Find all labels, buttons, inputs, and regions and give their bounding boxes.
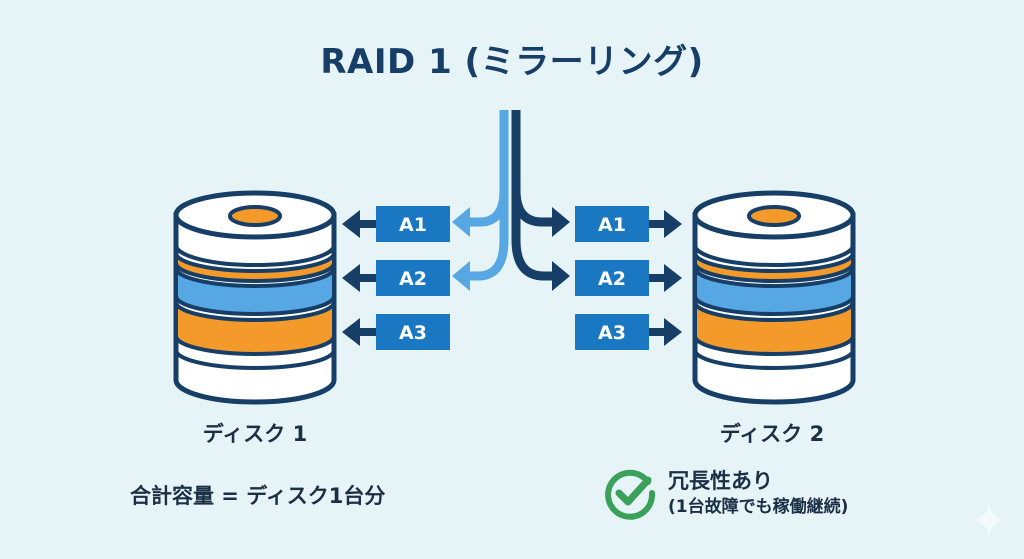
- disk-1-hub: [228, 205, 282, 227]
- svg-text:A3: A3: [399, 322, 427, 344]
- disk-2-band-blue: [693, 267, 855, 316]
- disk-2: [692, 190, 856, 405]
- disk-1-blocks: A1 A2 A3: [342, 206, 450, 350]
- block-left-a1: A1: [342, 206, 450, 242]
- disk-1-label: ディスク 1: [202, 422, 308, 446]
- disk-1-band-blue: [174, 267, 336, 316]
- svg-text:A3: A3: [598, 322, 626, 344]
- block-right-a2: A2: [575, 260, 682, 296]
- disk-1: [173, 190, 337, 405]
- disk-1-band-orange-2: [174, 301, 336, 356]
- disk-1-band-orange-1: [174, 252, 336, 283]
- arrow-right-a2: [552, 261, 570, 291]
- redundancy-note: 冗長性あり (1台故障でも稼働継続): [604, 466, 848, 520]
- arrow-left-a1: [452, 207, 470, 237]
- block-right-a1: A1: [575, 206, 682, 242]
- disk-2-blocks: A1 A2 A3: [575, 206, 682, 350]
- diagram-title: RAID 1 (ミラーリング): [320, 42, 704, 82]
- svg-text:A2: A2: [399, 268, 427, 290]
- svg-text:A1: A1: [399, 214, 427, 236]
- block-left-a2: A2: [342, 260, 450, 296]
- redundancy-main: 冗長性あり: [668, 469, 773, 493]
- block-right-a3: A3: [575, 314, 682, 350]
- disk-2-band-orange-2: [693, 301, 855, 356]
- sparkle-icon: [974, 503, 1004, 537]
- svg-text:A2: A2: [598, 268, 626, 290]
- disk-2-band-orange-1: [693, 252, 855, 283]
- check-circle-icon: [605, 469, 656, 520]
- block-left-a3: A3: [342, 314, 450, 350]
- svg-text:A1: A1: [598, 214, 626, 236]
- arrow-right-a1: [552, 207, 570, 237]
- disk-2-label: ディスク 2: [719, 422, 825, 446]
- write-stream: [452, 110, 570, 291]
- disk-2-hub: [747, 205, 801, 227]
- capacity-note: 合計容量 = ディスク1台分: [130, 484, 386, 508]
- arrow-left-a2: [452, 261, 470, 291]
- redundancy-sub: (1台故障でも稼働継続): [668, 497, 849, 517]
